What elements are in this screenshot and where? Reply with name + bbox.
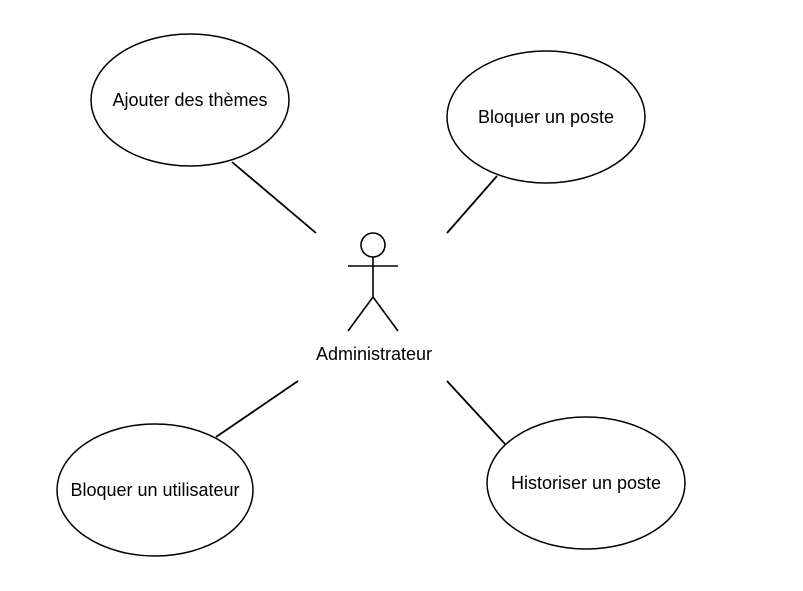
association-bloquer-un-poste [446, 175, 498, 234]
association-historiser-un-poste [446, 380, 506, 445]
usecase-ajouter-des-themes[interactable]: Ajouter des thèmes [90, 33, 290, 167]
stick-figure-icon [347, 232, 399, 332]
actor-left-leg [347, 296, 374, 332]
usecase-historiser-un-poste[interactable]: Historiser un poste [486, 416, 686, 550]
actor-right-leg [372, 296, 399, 332]
actor-label: Administrateur [316, 344, 432, 364]
association-ajouter-des-themes [231, 161, 317, 234]
usecase-label: Historiser un poste [511, 473, 661, 493]
usecase-label: Bloquer un utilisateur [70, 480, 239, 500]
usecase-bloquer-un-utilisateur[interactable]: Bloquer un utilisateur [56, 423, 254, 557]
actor-head [360, 232, 386, 258]
usecase-label: Ajouter des thèmes [112, 90, 267, 110]
usecase-bloquer-un-poste[interactable]: Bloquer un poste [446, 50, 646, 184]
actor-administrateur[interactable]: Administrateur [316, 232, 432, 364]
association-bloquer-un-utilisateur [215, 380, 299, 438]
usecase-label: Bloquer un poste [478, 107, 614, 127]
